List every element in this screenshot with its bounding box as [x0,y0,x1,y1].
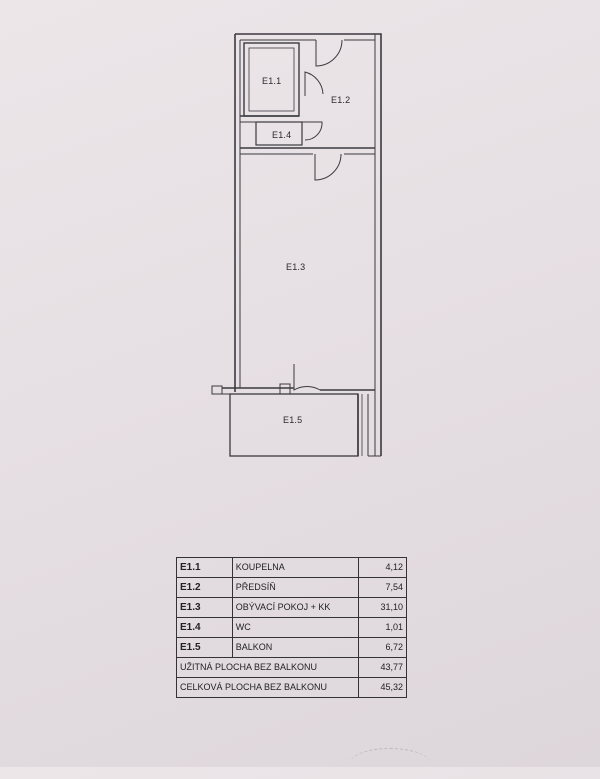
room-name: PŘEDSÍŇ [231,577,360,598]
total-row: CELKOVÁ PLOCHA BEZ BALKONU 45,32 [175,677,407,698]
table-row: E1.3 OBÝVACÍ POKOJ + KK 31,10 [176,597,407,618]
label-e1-3: E1.3 [286,262,305,272]
table-row: E1.5 BALKON 6,72 [176,637,407,658]
room-area: 1,01 [358,617,407,638]
room-area: 4,12 [358,557,407,578]
label-e1-2: E1.2 [331,95,350,105]
table-row: E1.1 KOUPELNA 4,12 [176,557,407,578]
room-code: E1.2 [176,577,233,598]
room-e1-5-outline [229,393,359,457]
door-e1-2 [315,39,343,67]
room-name: KOUPELNA [231,557,360,578]
room-area-table: E1.1 KOUPELNA 4,12 E1.2 PŘEDSÍŇ 7,54 E1.… [175,557,407,698]
door-e1-3 [314,153,342,181]
label-e1-4: E1.4 [272,130,291,140]
total-label: CELKOVÁ PLOCHA BEZ BALKONU [175,677,360,698]
room-name: BALKON [231,637,360,658]
door-e1-4 [304,121,323,141]
room-code: E1.1 [176,557,233,578]
label-e1-5: E1.5 [283,415,302,425]
door-e1-1 [304,71,324,96]
room-code: E1.4 [176,617,233,638]
room-e1-4-outline [255,121,303,146]
room-name: WC [231,617,360,638]
total-value: 43,77 [358,657,407,678]
stamp-edge [350,748,430,779]
floor-plan-drawing: E1.1 E1.2 E1.4 E1.3 E1.5 [211,33,382,457]
table-row: E1.2 PŘEDSÍŇ 7,54 [176,577,407,598]
room-area: 7,54 [358,577,407,598]
table-row: E1.4 WC 1,01 [176,617,407,638]
room-area: 31,10 [358,597,407,618]
outer-wall [235,33,382,456]
total-row: UŽITNÁ PLOCHA BEZ BALKONU 43,77 [175,657,407,678]
total-label: UŽITNÁ PLOCHA BEZ BALKONU [175,657,360,678]
room-code: E1.5 [176,637,233,658]
door-e1-5 [293,364,321,391]
room-area: 6,72 [358,637,407,658]
label-e1-1: E1.1 [262,76,281,86]
room-code: E1.3 [176,597,233,618]
room-name: OBÝVACÍ POKOJ + KK [231,597,360,618]
total-value: 45,32 [358,677,407,698]
